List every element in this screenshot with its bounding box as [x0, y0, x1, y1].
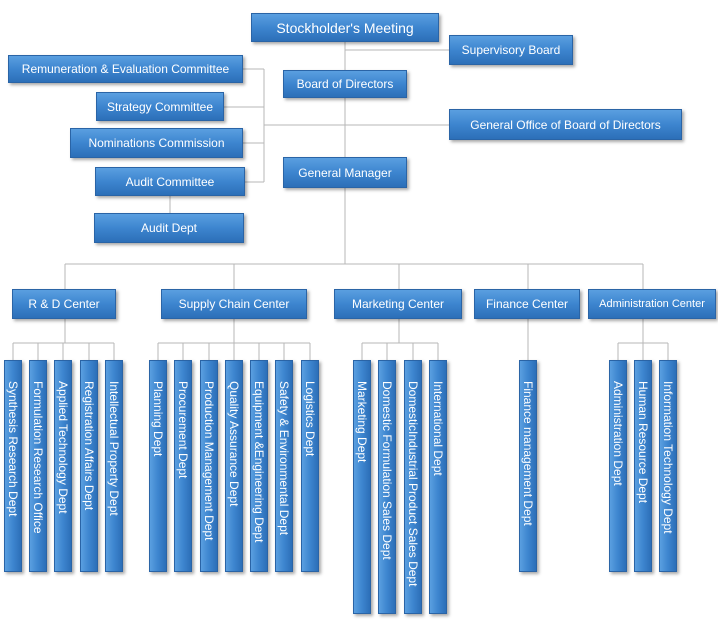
dept-label: Domestic Formulation Sales Dept	[380, 381, 394, 560]
dept-label: Procurement Dept	[176, 381, 190, 479]
remuneration-committee-box: Remuneration & Evaluation Committee	[8, 55, 243, 83]
dept-label: International Dept	[431, 381, 445, 476]
dept-label: Synthesis Research Dept	[6, 381, 20, 517]
dept-label: Equipment &Engineering Dept	[252, 381, 266, 543]
audit-dept-box: Audit Dept	[94, 213, 244, 243]
board-of-directors-box: Board of Directors	[283, 70, 407, 98]
dept-box: Quality Assurance Dept	[225, 360, 243, 572]
stockholders-meeting-box: Stockholder's Meeting	[251, 13, 439, 42]
dept-label: Applied Technology Dept	[56, 381, 70, 514]
general-manager-box: General Manager	[283, 157, 407, 188]
dept-label: Formulation Research Office	[31, 381, 45, 534]
dept-label: Registration Affairs Dept	[82, 381, 96, 511]
dept-box: Equipment &Engineering Dept	[250, 360, 268, 572]
dept-label: Planning Dept	[151, 381, 165, 457]
dept-box: Logistics Dept	[301, 360, 319, 572]
dept-label: Production Management Dept	[202, 381, 216, 541]
dept-box: Intellectual Property Dept	[105, 360, 123, 572]
dept-label: Quality Assurance Dept	[227, 381, 241, 507]
dept-box: Planning Dept	[149, 360, 167, 572]
supervisory-board-box: Supervisory Board	[449, 35, 573, 65]
dept-box: Domestic Formulation Sales Dept	[378, 360, 396, 614]
dept-label: Marketing Dept	[355, 381, 369, 463]
general-office-box: General Office of Board of Directors	[449, 109, 682, 140]
dept-box: Marketing Dept	[353, 360, 371, 614]
center-supply-chain-box: Supply Chain Center	[161, 289, 307, 319]
dept-label: Information Technology Dept	[661, 381, 675, 534]
dept-box: Procurement Dept	[174, 360, 192, 572]
dept-box: Finance management Dept	[519, 360, 537, 572]
dept-label: DomesticIndustrial Product Sales Dept	[406, 381, 420, 587]
dept-label: Administration Dept	[611, 381, 625, 486]
dept-box: International Dept	[429, 360, 447, 614]
dept-box: Registration Affairs Dept	[80, 360, 98, 572]
dept-label: Finance management Dept	[521, 381, 535, 526]
center-rd-box: R & D Center	[12, 289, 116, 319]
dept-box: DomesticIndustrial Product Sales Dept	[404, 360, 422, 614]
audit-committee-box: Audit Committee	[95, 167, 245, 196]
dept-label: Intellectual Property Dept	[107, 381, 121, 516]
dept-box: Human Resource Dept	[634, 360, 652, 572]
dept-box: Administration Dept	[609, 360, 627, 572]
center-administration-box: Administration Center	[588, 289, 716, 319]
dept-box: Formulation Research Office	[29, 360, 47, 572]
center-marketing-box: Marketing Center	[334, 289, 462, 319]
dept-label: Safety & Environmental Dept	[277, 381, 291, 536]
dept-label: Human Resource Dept	[636, 381, 650, 504]
nominations-commission-box: Nominations Commission	[70, 128, 243, 158]
dept-box: Production Management Dept	[200, 360, 218, 572]
strategy-committee-box: Strategy Committee	[96, 92, 224, 121]
dept-box: Information Technology Dept	[659, 360, 677, 572]
dept-box: Synthesis Research Dept	[4, 360, 22, 572]
dept-box: Applied Technology Dept	[54, 360, 72, 572]
center-finance-box: Finance Center	[474, 289, 580, 319]
dept-label: Logistics Dept	[303, 381, 317, 457]
dept-box: Safety & Environmental Dept	[275, 360, 293, 572]
